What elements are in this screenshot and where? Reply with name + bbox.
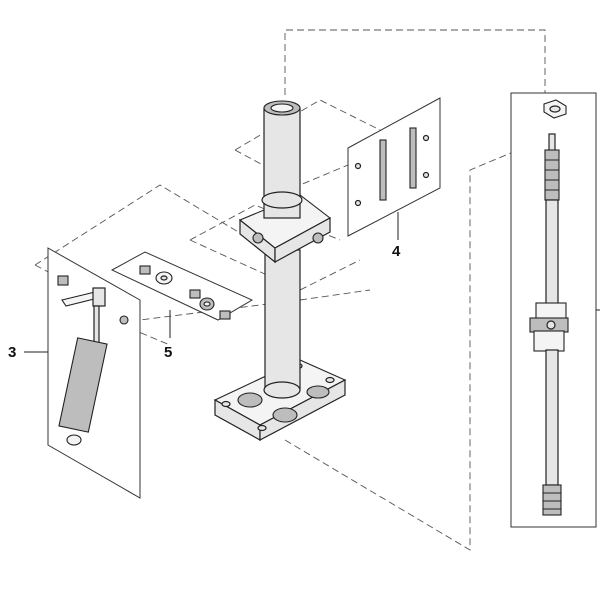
callout-4: 4 xyxy=(392,243,401,260)
part-4-kit-box xyxy=(347,97,441,240)
hex-nut-icon xyxy=(543,99,567,119)
callout-5: 5 xyxy=(164,344,173,361)
part-5-kit-box xyxy=(110,251,254,338)
steering-shaft-icon xyxy=(529,133,569,516)
part-3-kit-box xyxy=(24,247,141,499)
steering-column-assembly xyxy=(213,100,347,442)
callout-3: 3 xyxy=(8,344,17,361)
